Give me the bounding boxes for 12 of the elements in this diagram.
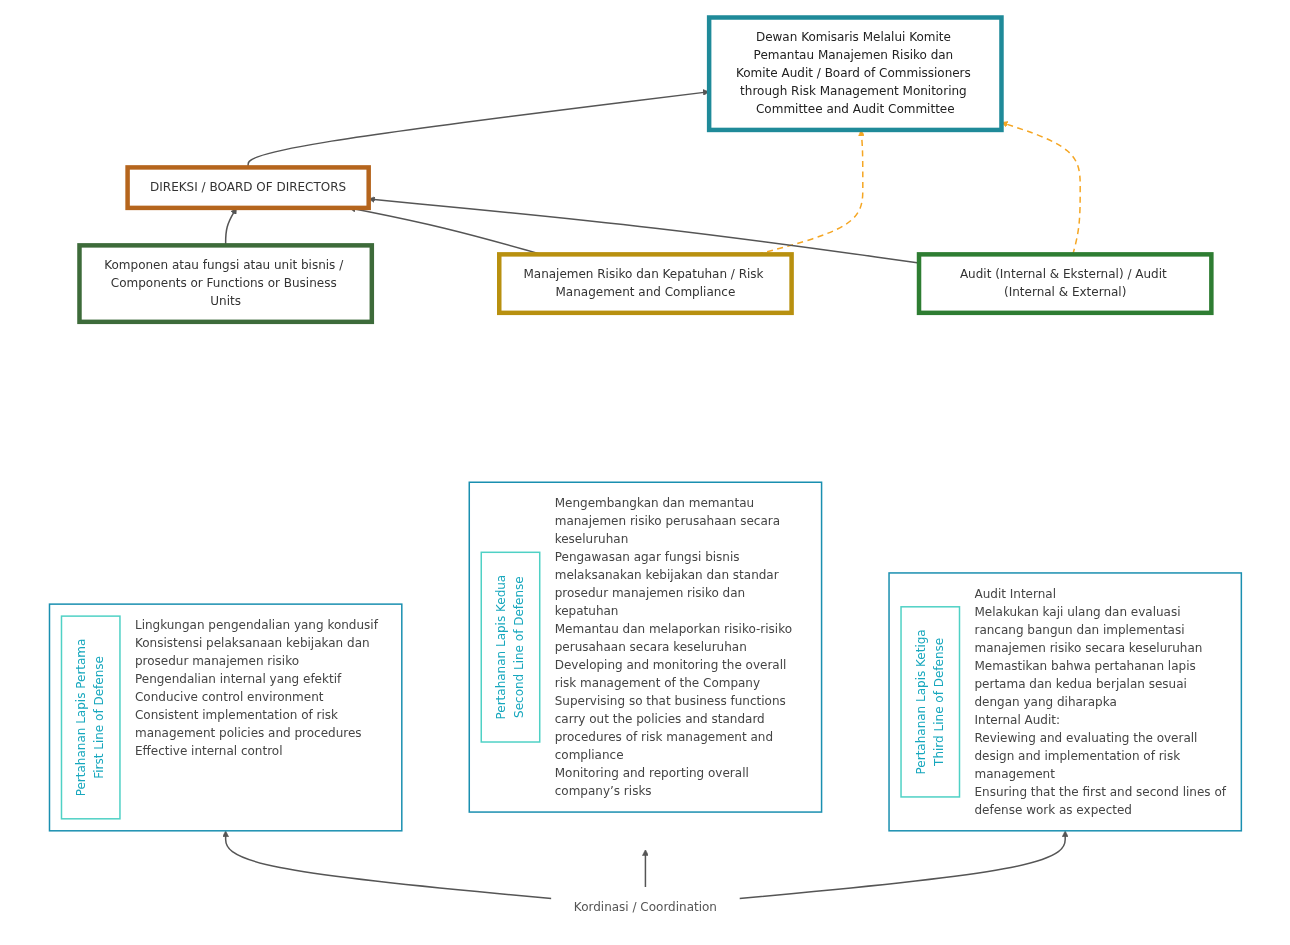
node-box: Manajemen Risiko dan Kepatuhan / Risk Management and Compliance (496, 252, 794, 316)
arrow (738, 830, 1069, 900)
node-box: Pertahanan Lapis Kedua Second Line of Defense (480, 551, 541, 743)
node-box: DIREKSI / BOARD OF DIRECTORS (124, 165, 371, 211)
arrow (221, 830, 552, 900)
node-box: Dewan Komisaris Melalui Komite Pemantau Manajemen Risiko dan Komite Audit / Board of Commissioners through Risk Management Monitoring Committee and Audit Committee (706, 15, 1004, 133)
arrow (641, 849, 649, 888)
node-box: Pertahanan Lapis Ketiga Third Line of Defense (899, 606, 960, 798)
node-box: Komponen atau fungsi atau unit bisnis / Components or Functions or Business Units (76, 243, 374, 325)
node-box: Audit (Internal & Eksternal) / Audit (Internal & External) (916, 252, 1214, 316)
node-text: Kordinasi / Coordination (573, 899, 717, 915)
node-box: Pertahanan Lapis Pertama First Line of Defense (60, 615, 121, 820)
